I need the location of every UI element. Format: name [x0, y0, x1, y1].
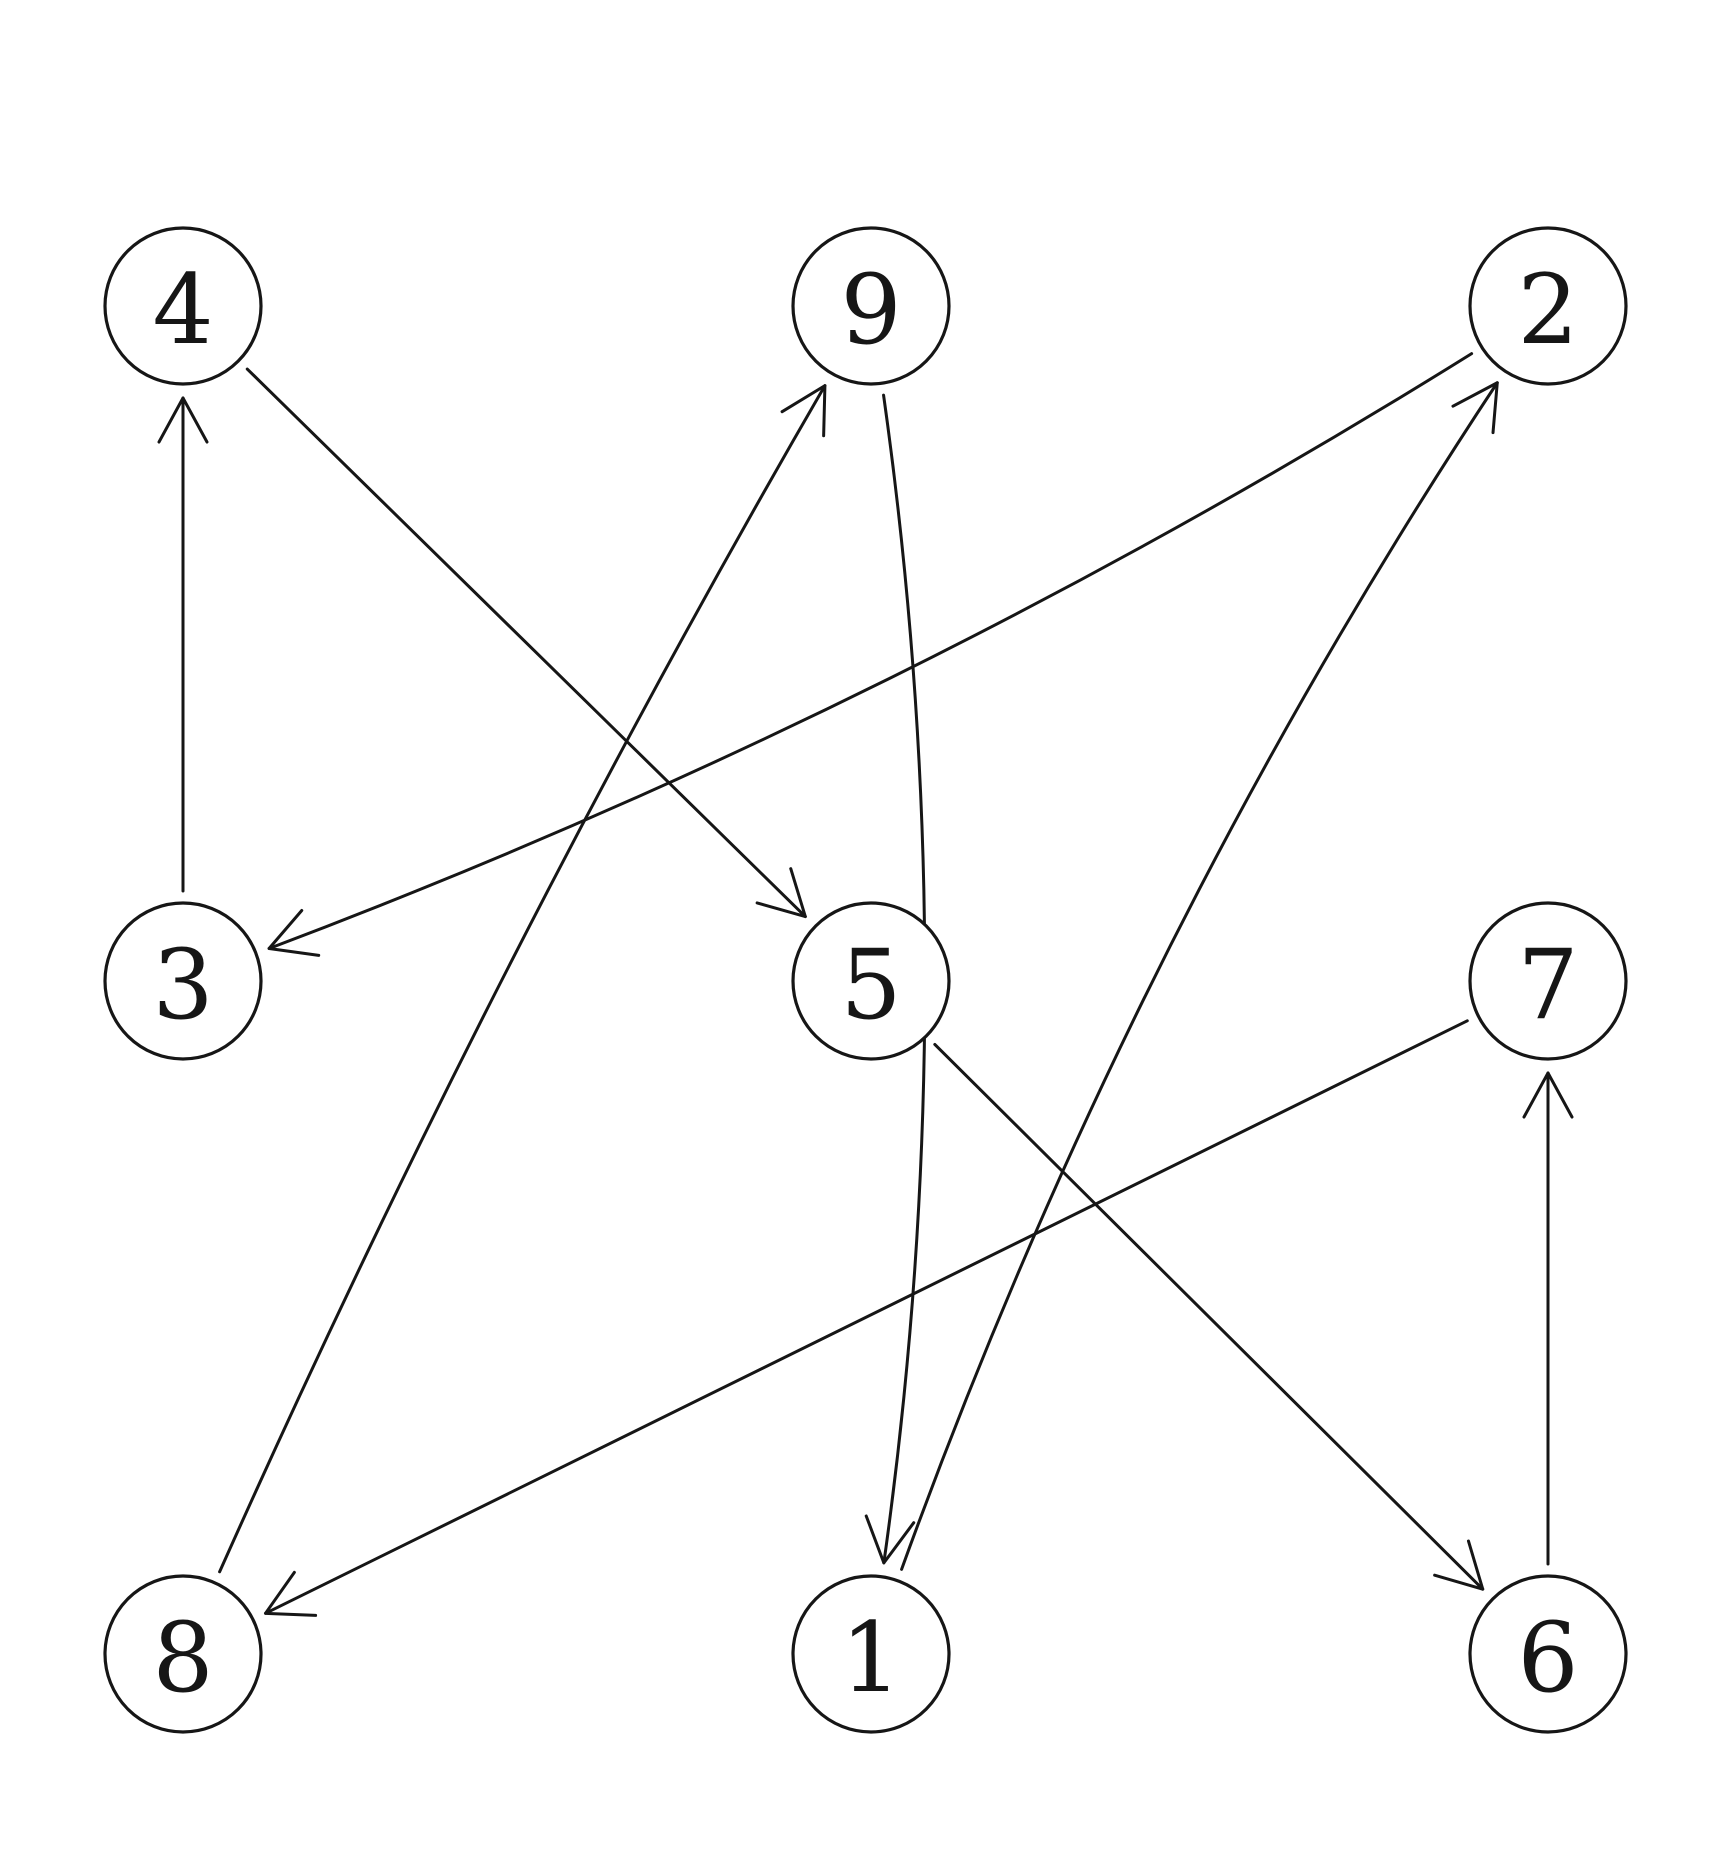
- edge-5-to-6: [933, 1042, 1485, 1591]
- node-circle: [1468, 226, 1628, 386]
- edge-2-to-3: [267, 352, 1474, 957]
- arrowhead: [864, 1514, 916, 1565]
- edge-7-to-8: [264, 1019, 1469, 1617]
- arrowhead: [267, 909, 321, 957]
- node-7: 7: [1468, 901, 1628, 1061]
- arrowhead: [1433, 1539, 1485, 1591]
- edge-line: [218, 384, 827, 1574]
- node-8: 8: [103, 1574, 263, 1734]
- node-circle: [103, 1574, 263, 1734]
- edge-6-to-7: [1522, 1071, 1574, 1566]
- node-label: 2: [1517, 254, 1578, 366]
- node-circle: [791, 1574, 951, 1734]
- node-label: 9: [840, 254, 901, 366]
- edge-4-to-5: [245, 367, 807, 919]
- node-label: 7: [1517, 929, 1578, 1041]
- edge-3-to-4: [157, 396, 209, 893]
- node-9: 9: [791, 226, 951, 386]
- arrowhead: [755, 867, 807, 919]
- edge-line: [900, 381, 1499, 1571]
- node-label: 4: [152, 254, 213, 366]
- node-circle: [791, 226, 951, 386]
- node-2: 2: [1468, 226, 1628, 386]
- arrowhead: [1451, 381, 1499, 435]
- node-circle: [1468, 901, 1628, 1061]
- edge-line: [264, 1019, 1469, 1615]
- node-4: 4: [103, 226, 263, 386]
- node-circle: [103, 901, 263, 1061]
- arrowhead: [1522, 1071, 1574, 1119]
- node-circle: [1468, 1574, 1628, 1734]
- node-1: 1: [791, 1574, 951, 1734]
- edge-1-to-2: [900, 381, 1499, 1571]
- edge-line: [245, 367, 807, 919]
- edges-layer: [157, 352, 1574, 1617]
- nodes-layer: 4 9 2 3 5 7 8 1 6: [103, 226, 1628, 1734]
- node-label: 5: [840, 929, 901, 1041]
- node-3: 3: [103, 901, 263, 1061]
- node-6: 6: [1468, 1574, 1628, 1734]
- arrowhead: [157, 396, 209, 444]
- arrowhead: [780, 384, 827, 438]
- node-circle: [791, 901, 951, 1061]
- edge-line: [267, 352, 1474, 950]
- arrowhead: [264, 1570, 318, 1617]
- edge-8-to-9: [218, 384, 827, 1574]
- node-label: 3: [152, 929, 213, 1041]
- node-label: 8: [152, 1602, 213, 1714]
- node-5: 5: [791, 901, 951, 1061]
- node-label: 6: [1517, 1602, 1578, 1714]
- edge-line: [933, 1042, 1485, 1591]
- node-circle: [103, 226, 263, 386]
- node-label: 1: [840, 1602, 901, 1714]
